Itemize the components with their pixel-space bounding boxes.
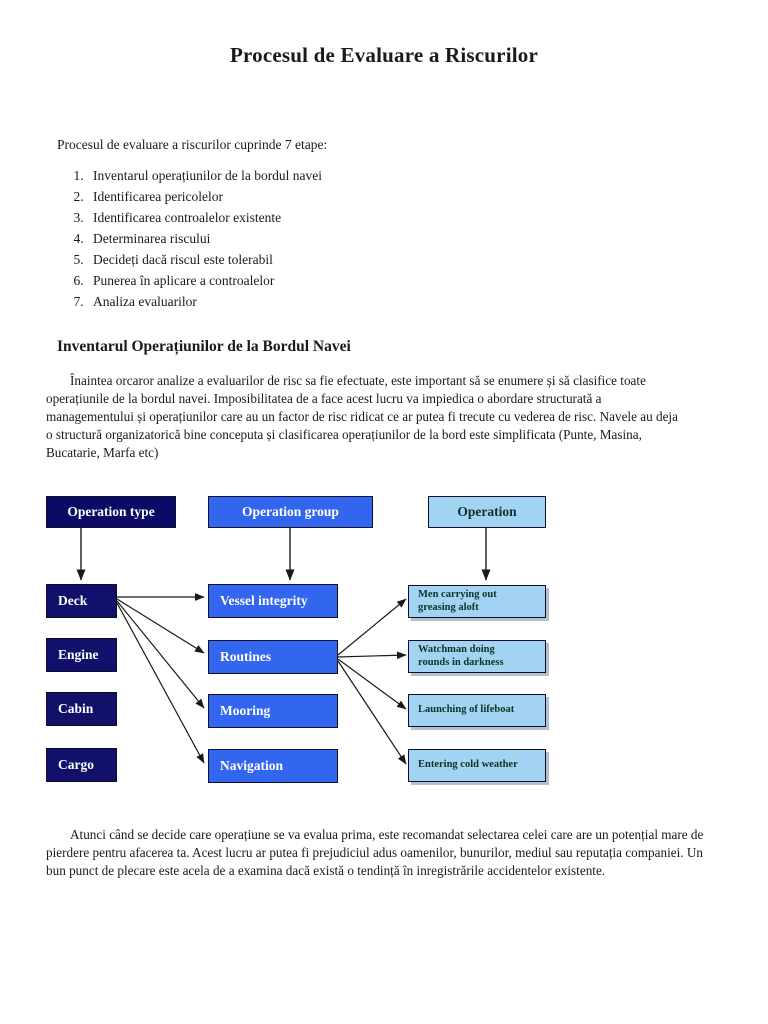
steps-list: Inventarul operațiunilor de la bordul na… bbox=[57, 166, 322, 312]
node-label-line2: greasing aloft bbox=[418, 601, 479, 613]
node-label-line1: Entering cold weather bbox=[418, 759, 518, 771]
intro-sentence: Procesul de evaluare a riscurilor cuprin… bbox=[57, 137, 328, 152]
node-label: Routines bbox=[220, 649, 272, 664]
node-label-line1: Men carrying out bbox=[418, 588, 497, 600]
node-operation-type-deck: Deck bbox=[46, 584, 117, 618]
diagram-header-operation-type: Operation type bbox=[46, 496, 176, 528]
list-item: Analiza evaluarilor bbox=[87, 292, 322, 313]
diagram-header-operation-group: Operation group bbox=[208, 496, 373, 528]
list-item: Identificarea pericolelor bbox=[87, 187, 322, 208]
node-label: Operation group bbox=[242, 504, 339, 519]
node-label: Navigation bbox=[220, 758, 284, 773]
node-label: Vessel integrity bbox=[220, 593, 308, 608]
node-label: Operation type bbox=[67, 504, 155, 519]
node-operation-type-engine: Engine bbox=[46, 638, 117, 672]
list-item: Inventarul operațiunilor de la bordul na… bbox=[87, 166, 322, 187]
node-label-line1: Launching of lifeboat bbox=[418, 704, 515, 716]
node-operation-group-routines: Routines bbox=[208, 640, 338, 674]
list-item: Decideți dacă riscul este tolerabil bbox=[87, 250, 322, 271]
node-label: Engine bbox=[58, 647, 99, 662]
node-label: Cargo bbox=[58, 757, 94, 772]
body-paragraph-1: Înaintea orcaror analize a evaluarilor d… bbox=[46, 373, 678, 460]
node-operation-watchman-rounds: Watchman doing rounds in darkness bbox=[408, 640, 546, 673]
node-operation-group-mooring: Mooring bbox=[208, 694, 338, 728]
list-item: Identificarea controalelor existente bbox=[87, 208, 322, 229]
body-paragraph-2: Atunci când se decide care operațiune se… bbox=[46, 827, 704, 878]
section-heading: Inventarul Operațiunilor de la Bordul Na… bbox=[57, 338, 351, 355]
node-operation-type-cabin: Cabin bbox=[46, 692, 117, 726]
operations-hierarchy-diagram: Operation type Operation group Operation… bbox=[0, 485, 768, 805]
node-operation-group-vessel-integrity: Vessel integrity bbox=[208, 584, 338, 618]
diagram-header-operation: Operation bbox=[428, 496, 546, 528]
node-label: Mooring bbox=[220, 703, 271, 718]
node-operation-greasing-aloft: Men carrying out greasing aloft bbox=[408, 585, 546, 618]
node-label: Cabin bbox=[58, 701, 94, 716]
node-operation-group-navigation: Navigation bbox=[208, 749, 338, 783]
page-title: Procesul de Evaluare a Riscurilor bbox=[230, 43, 538, 67]
list-item: Punerea în aplicare a controalelor bbox=[87, 271, 322, 292]
node-label-line2: rounds in darkness bbox=[418, 656, 504, 668]
node-operation-entering-cold-weather: Entering cold weather bbox=[408, 749, 546, 782]
list-item: Determinarea riscului bbox=[87, 229, 322, 250]
node-operation-launching-lifeboat: Launching of lifeboat bbox=[408, 694, 546, 727]
node-label: Operation bbox=[457, 504, 517, 519]
node-operation-type-cargo: Cargo bbox=[46, 748, 117, 782]
node-label-line1: Watchman doing bbox=[418, 643, 495, 655]
node-label: Deck bbox=[58, 593, 88, 608]
